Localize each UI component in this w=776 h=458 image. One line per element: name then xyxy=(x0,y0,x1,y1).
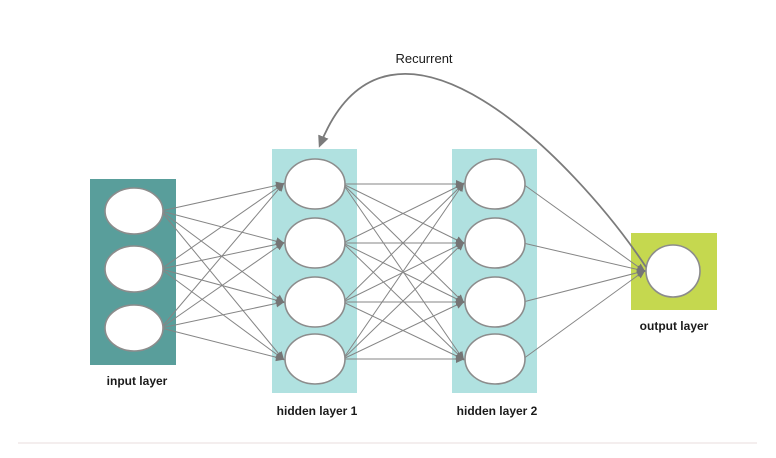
neuron-hidden1-2 xyxy=(284,217,346,269)
edge-hidden1-hidden2 xyxy=(342,242,465,303)
neuron-hidden1-1 xyxy=(284,158,346,210)
neuron-hidden1-4 xyxy=(284,333,346,385)
edge-input-hidden1 xyxy=(160,182,285,270)
edge-hidden1-hidden2 xyxy=(342,182,465,303)
neuron-hidden2-1 xyxy=(464,158,526,210)
neuron-hidden2-4 xyxy=(464,333,526,385)
feedforward-edges xyxy=(160,180,646,363)
layer-label-hidden2: hidden layer 2 xyxy=(456,404,538,418)
recurrent-arrow xyxy=(318,73,647,268)
neuron-hidden2-3 xyxy=(464,276,526,328)
recurrent-edge xyxy=(318,73,647,268)
edge-input-hidden1 xyxy=(160,241,285,329)
neuron-nodes xyxy=(104,158,701,385)
neuron-output-1 xyxy=(645,244,701,298)
edge-hidden1-hidden2 xyxy=(342,301,465,360)
edge-hidden2-output xyxy=(522,242,646,274)
neuron-input-1 xyxy=(104,187,164,235)
neuron-hidden1-3 xyxy=(284,276,346,328)
edge-hidden1-hidden2 xyxy=(342,183,465,244)
edge-input-hidden1 xyxy=(160,268,285,361)
recurrent-label: Recurrent xyxy=(395,51,453,66)
edge-input-hidden1 xyxy=(160,181,285,212)
bottom-divider xyxy=(18,442,757,444)
edge-hidden2-output xyxy=(522,268,646,303)
edge-hidden2-output xyxy=(522,269,646,360)
neuron-hidden2-2 xyxy=(464,217,526,269)
neuron-input-2 xyxy=(104,245,164,293)
neuron-input-3 xyxy=(104,304,164,352)
layer-label-input: input layer xyxy=(106,374,168,388)
edge-hidden1-hidden2 xyxy=(342,182,465,360)
edge-input-hidden1 xyxy=(160,327,285,362)
layer-label-hidden1: hidden layer 1 xyxy=(276,404,358,418)
edge-hidden1-hidden2 xyxy=(342,241,465,360)
edge-hidden2-output xyxy=(522,183,646,273)
edge-input-hidden1 xyxy=(160,299,285,329)
layer-label-output: output layer xyxy=(639,319,709,333)
edge-input-hidden1 xyxy=(160,182,285,329)
